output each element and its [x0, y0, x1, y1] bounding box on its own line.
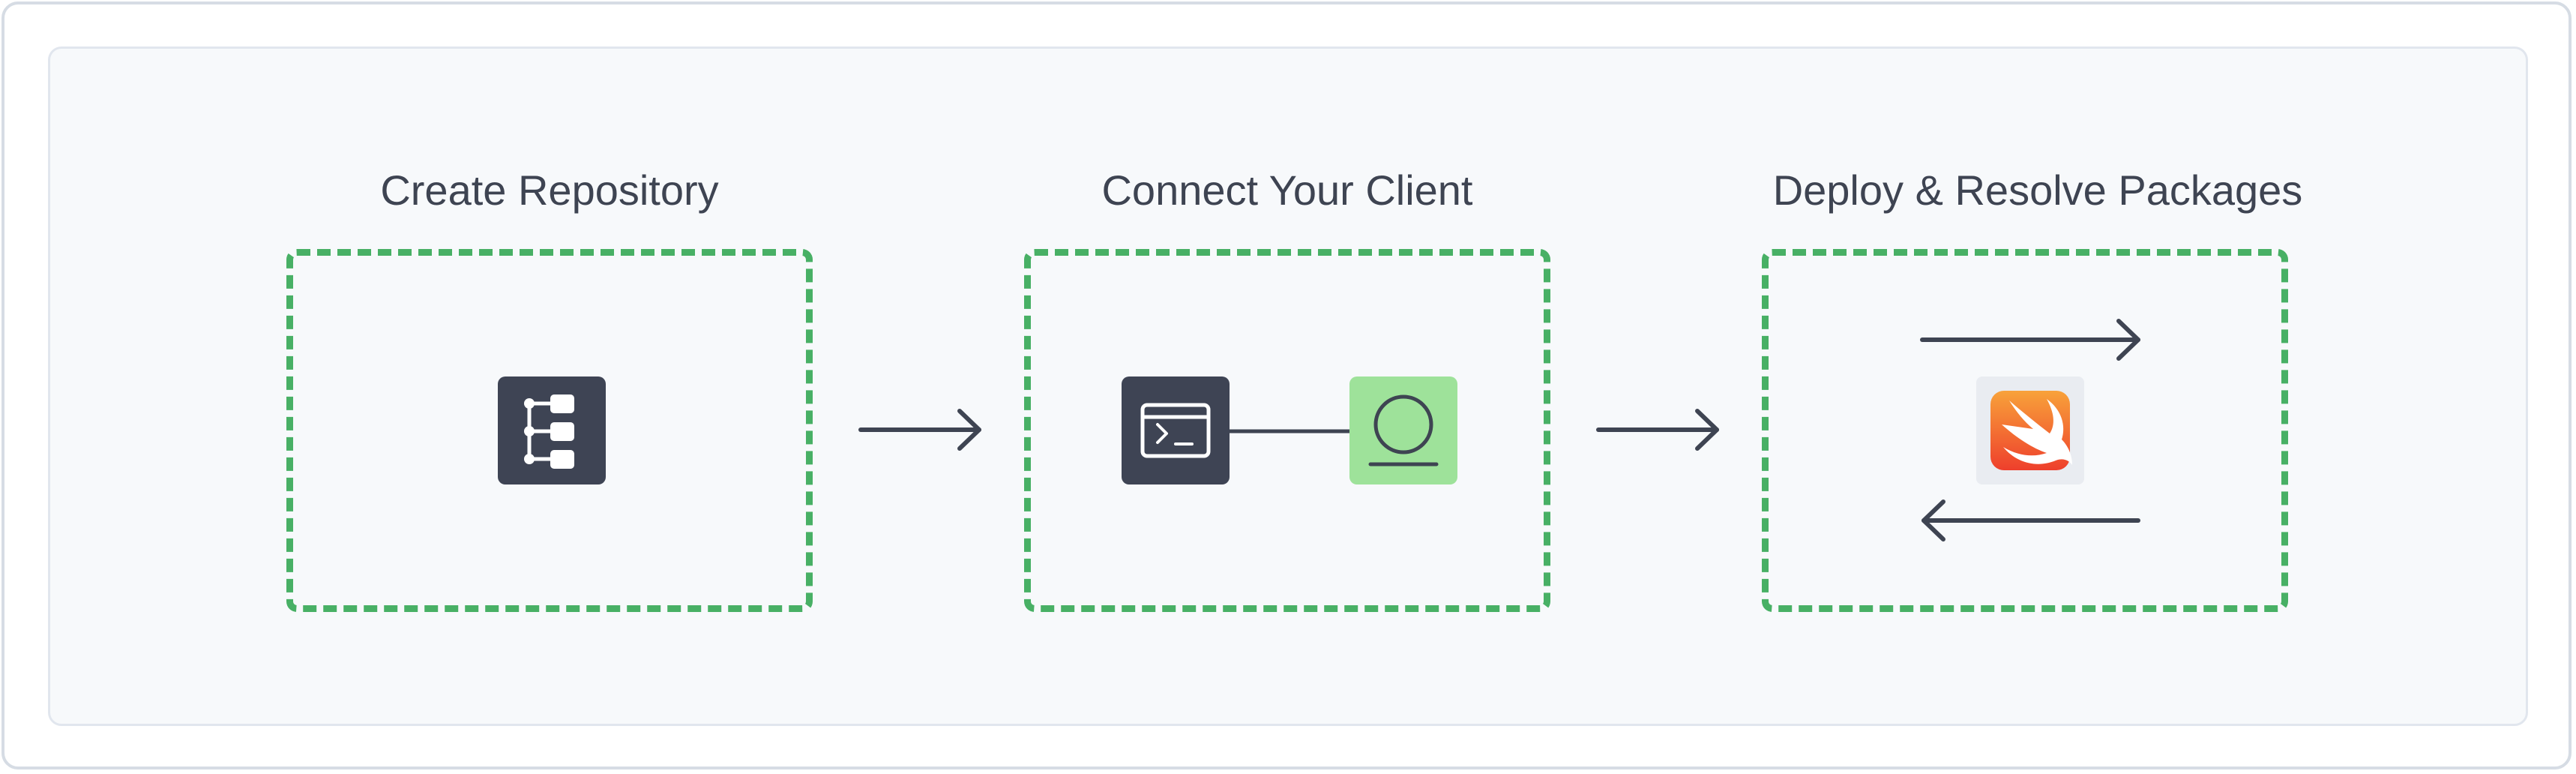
- diagram-panel: [48, 46, 2528, 726]
- resolve-arrow-left-icon: [1922, 500, 2140, 542]
- step-3-box: [1762, 249, 2288, 612]
- repository-tree-icon: [498, 376, 606, 484]
- step-2-title: Connect Your Client: [1101, 166, 1473, 214]
- step-1-title: Create Repository: [380, 166, 719, 214]
- step-3-title: Deploy & Resolve Packages: [1772, 166, 2303, 214]
- swift-logo-icon: [1976, 376, 2084, 484]
- terminal-icon: [1122, 376, 1230, 484]
- step-2-box: [1024, 249, 1550, 612]
- deploy-arrow-right-icon: [1920, 319, 2140, 361]
- arrow-step-1-to-2: [858, 409, 981, 451]
- step-1-box: [286, 249, 813, 612]
- client-connection-icon: [1349, 376, 1457, 484]
- arrow-step-2-to-3: [1596, 409, 1719, 451]
